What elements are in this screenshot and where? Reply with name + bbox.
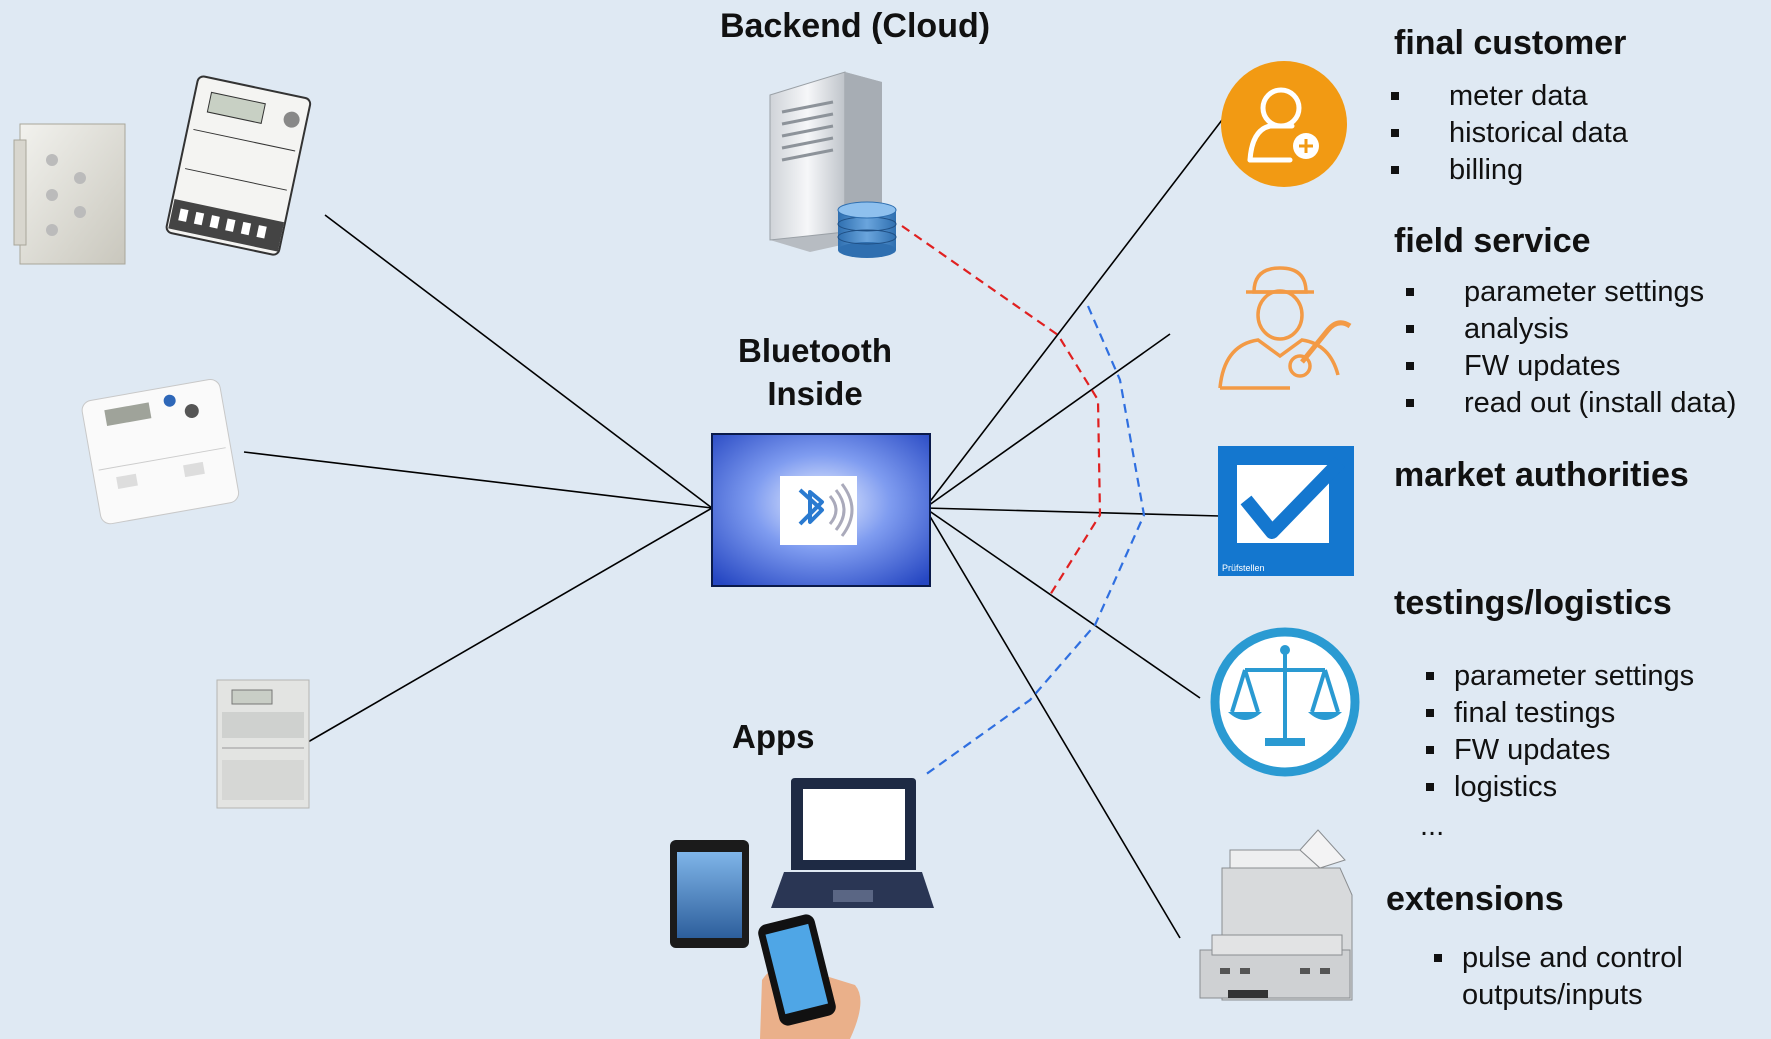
apps-label: Apps [732, 718, 815, 755]
testings-logistics-title: testings/logistics [1394, 584, 1672, 622]
testings-logistics-list: parameter settings final testings FW upd… [1418, 658, 1694, 806]
list-item: analysis [1398, 311, 1736, 348]
list-item: final testings [1418, 695, 1694, 732]
extensions-title: extensions [1386, 880, 1564, 918]
list-item: billing [1383, 152, 1628, 189]
pruefstellen-label: Prüfstellen [1222, 563, 1265, 573]
list-item: parameter settings [1398, 274, 1736, 311]
list-item: FW updates [1398, 348, 1736, 385]
list-item: pulse and control [1426, 940, 1683, 977]
list-item: read out (install data) [1398, 385, 1736, 422]
app-link [924, 305, 1146, 776]
meter-icon [13, 123, 126, 265]
final-customer-list: meter data historical data billing [1383, 78, 1628, 189]
checkbox-icon: Prüfstellen [1218, 446, 1354, 576]
user-add-icon [1221, 61, 1347, 187]
meter-icon [81, 378, 240, 525]
din-module-icon [1199, 829, 1353, 1001]
database-icon [837, 201, 897, 258]
list-item: FW updates [1418, 732, 1694, 769]
bluetooth-icon [780, 476, 857, 545]
market-authorities-title: market authorities [1394, 456, 1689, 494]
testings-logistics-more: ... [1420, 810, 1445, 842]
scale-icon [1210, 627, 1360, 777]
laptop-icon [771, 778, 934, 908]
backend-label: Backend (Cloud) [719, 7, 991, 45]
field-service-list: parameter settings analysis FW updates r… [1398, 274, 1736, 422]
list-item: historical data [1383, 115, 1628, 152]
extensions-list: pulse and control [1426, 940, 1683, 977]
extensions-item-continuation: outputs/inputs [1462, 979, 1643, 1011]
server-icon [769, 71, 882, 252]
tablet-icon [670, 840, 749, 948]
bluetooth-hub [711, 433, 931, 587]
field-service-title: field service [1394, 222, 1591, 260]
bluetooth-label-line1: Bluetooth [738, 332, 892, 369]
bluetooth-label-line2: Inside [767, 375, 863, 412]
cloud-link [901, 225, 1102, 596]
list-item: meter data [1383, 78, 1628, 115]
list-item: parameter settings [1418, 658, 1694, 695]
technician-icon [1218, 266, 1352, 390]
final-customer-title: final customer [1394, 24, 1627, 62]
list-item: logistics [1418, 769, 1694, 806]
smartphone-icon [758, 914, 861, 1039]
meter-icon [216, 679, 310, 809]
connection-lines [243, 119, 1223, 939]
meter-icon [165, 75, 312, 256]
